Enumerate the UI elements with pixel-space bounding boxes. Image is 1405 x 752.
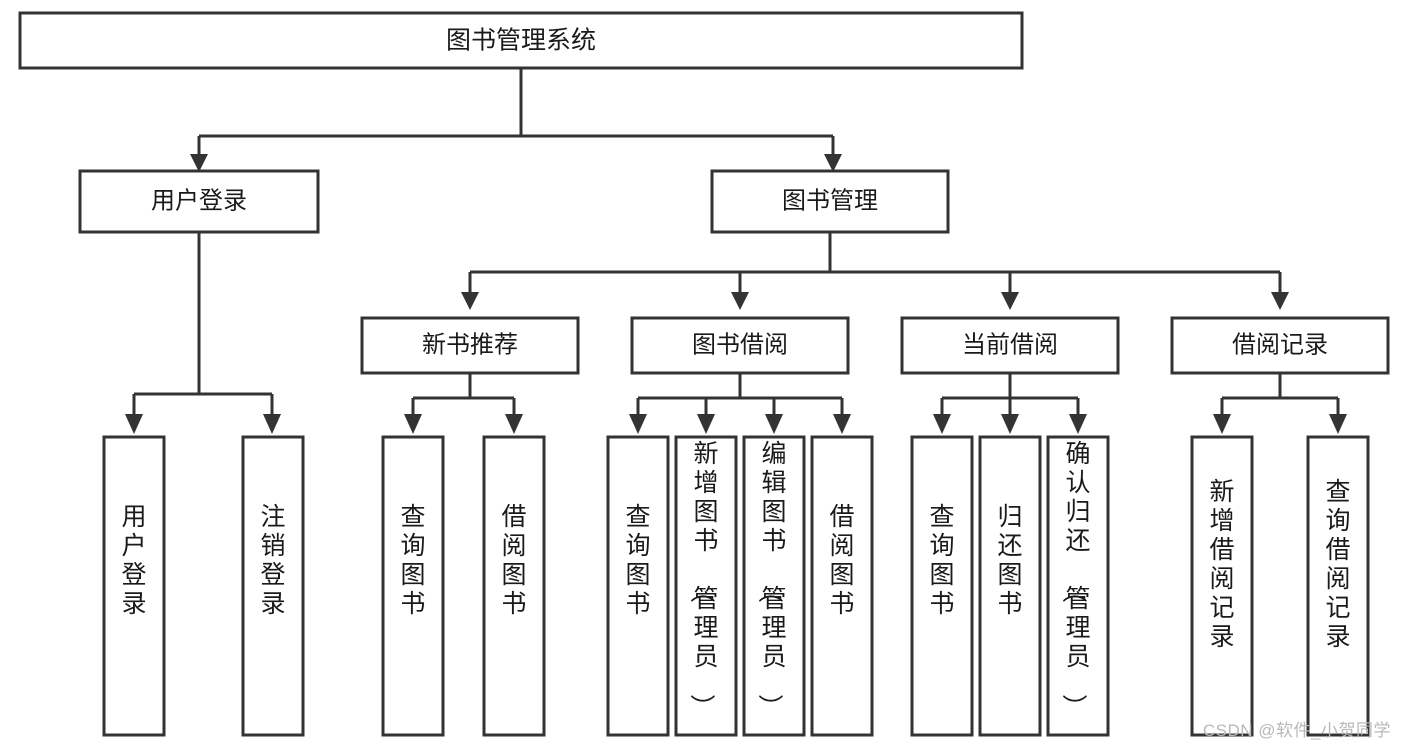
node-leaf-logout-login-box[interactable] bbox=[241, 435, 305, 737]
node-leaf-user-login-label: 用户登录 bbox=[121, 503, 146, 618]
node-book-borrow[interactable]: 图书借阅 bbox=[630, 316, 850, 375]
node-leaf-add-book-box[interactable] bbox=[674, 435, 738, 737]
connectors-book-borrow-to-leaves bbox=[629, 373, 851, 434]
node-leaf-add-book[interactable]: 新增图书（管理员） bbox=[674, 435, 738, 737]
node-leaf-query-book-3-label: 查询图书 bbox=[929, 503, 954, 618]
node-root[interactable]: 图书管理系统 bbox=[18, 11, 1024, 70]
node-leaf-confirm-return[interactable]: 确认归还（管理员） bbox=[1046, 435, 1110, 737]
node-root-label: 图书管理系统 bbox=[446, 27, 596, 55]
node-leaf-user-login[interactable]: 用户登录 bbox=[102, 435, 166, 737]
node-leaf-edit-book[interactable]: 编辑图书（管理员） bbox=[742, 435, 806, 737]
node-leaf-query-book-1[interactable]: 查询图书 bbox=[381, 435, 445, 737]
connectors-new-book-recommend-to-leaves bbox=[404, 373, 523, 434]
arrow-head-leaf-logout-login bbox=[263, 414, 281, 434]
node-root-box[interactable] bbox=[18, 11, 1024, 70]
node-new-book-recommend[interactable]: 新书推荐 bbox=[360, 316, 580, 375]
node-leaf-logout-login-label: 注销登录 bbox=[260, 503, 285, 618]
node-current-borrow-box[interactable] bbox=[900, 316, 1120, 375]
node-leaf-add-record[interactable]: 新增借阅记录 bbox=[1190, 435, 1254, 737]
connectors-borrow-record-to-leaves bbox=[1213, 373, 1347, 434]
arrow-head-leaf-add-book bbox=[697, 414, 715, 434]
node-leaf-query-book-1-label: 查询图书 bbox=[400, 503, 425, 618]
node-leaf-query-book-2-box[interactable] bbox=[606, 435, 670, 737]
arrow-head-user-login bbox=[190, 154, 208, 172]
arrow-head-leaf-return-book bbox=[1001, 414, 1019, 434]
node-leaf-query-book-3-box[interactable] bbox=[910, 435, 974, 737]
node-leaf-borrow-book-2-label: 借阅图书 bbox=[829, 503, 854, 618]
node-leaf-confirm-return-label: 确认归还（管理员） bbox=[1059, 440, 1090, 719]
arrow-head-leaf-query-book-2 bbox=[629, 414, 647, 434]
node-leaf-query-book-3[interactable]: 查询图书 bbox=[910, 435, 974, 737]
connectors-user-login-to-leaves bbox=[125, 232, 281, 434]
arrow-head-leaf-borrow-book-2 bbox=[833, 414, 851, 434]
node-leaf-edit-book-box[interactable] bbox=[742, 435, 806, 737]
node-leaf-edit-book-label: 编辑图书（管理员） bbox=[755, 440, 786, 719]
arrow-head-leaf-query-record bbox=[1329, 414, 1347, 434]
node-current-borrow[interactable]: 当前借阅 bbox=[900, 316, 1120, 375]
node-leaf-borrow-book-1-box[interactable] bbox=[482, 435, 546, 737]
node-leaf-add-book-label: 新增图书（管理员） bbox=[687, 440, 718, 719]
arrow-head-leaf-confirm-return bbox=[1069, 414, 1087, 434]
node-leaf-borrow-book-1[interactable]: 借阅图书 bbox=[482, 435, 546, 737]
node-leaf-return-book-label: 归还图书 bbox=[997, 503, 1022, 618]
node-book-borrow-box[interactable] bbox=[630, 316, 850, 375]
node-leaf-return-book-box[interactable] bbox=[978, 435, 1042, 737]
node-book-management-box[interactable] bbox=[710, 169, 950, 234]
node-book-management[interactable]: 图书管理 bbox=[710, 169, 950, 234]
node-leaf-borrow-book-2-box[interactable] bbox=[810, 435, 874, 737]
connectors-current-borrow-to-leaves bbox=[933, 373, 1087, 434]
node-leaf-borrow-book-1-label: 借阅图书 bbox=[501, 503, 526, 618]
node-leaf-query-record-label: 查询借阅记录 bbox=[1325, 478, 1350, 651]
node-leaf-logout-login[interactable]: 注销登录 bbox=[241, 435, 305, 737]
node-user-login-box[interactable] bbox=[78, 169, 320, 234]
node-user-login-label: 用户登录 bbox=[151, 187, 247, 214]
node-leaf-query-record-box[interactable] bbox=[1306, 435, 1370, 737]
node-user-login[interactable]: 用户登录 bbox=[78, 169, 320, 234]
arrow-head-borrow-record bbox=[1271, 292, 1289, 310]
node-leaf-query-book-2[interactable]: 查询图书 bbox=[606, 435, 670, 737]
arrow-head-leaf-user-login bbox=[125, 414, 143, 434]
node-leaf-user-login-box[interactable] bbox=[102, 435, 166, 737]
node-leaf-add-record-box[interactable] bbox=[1190, 435, 1254, 737]
node-borrow-record[interactable]: 借阅记录 bbox=[1170, 316, 1390, 375]
arrow-head-leaf-edit-book bbox=[765, 414, 783, 434]
node-leaf-add-record-label: 新增借阅记录 bbox=[1209, 478, 1234, 651]
connectors-book-management-to-level3 bbox=[461, 232, 1289, 310]
node-book-borrow-label: 图书借阅 bbox=[692, 331, 788, 358]
node-leaf-confirm-return-box[interactable] bbox=[1046, 435, 1110, 737]
node-leaf-query-book-2-label: 查询图书 bbox=[625, 503, 650, 618]
arrow-head-leaf-add-record bbox=[1213, 414, 1231, 434]
arrow-head-leaf-borrow-book-1 bbox=[505, 414, 523, 434]
node-leaf-borrow-book-2[interactable]: 借阅图书 bbox=[810, 435, 874, 737]
arrow-head-leaf-query-book-1 bbox=[404, 414, 422, 434]
arrow-head-book-management bbox=[824, 154, 842, 172]
node-leaf-query-record[interactable]: 查询借阅记录 bbox=[1306, 435, 1370, 737]
arrow-head-book-borrow bbox=[731, 292, 749, 310]
node-borrow-record-label: 借阅记录 bbox=[1232, 331, 1328, 358]
node-borrow-record-box[interactable] bbox=[1170, 316, 1390, 375]
arrow-head-current-borrow bbox=[1001, 292, 1019, 310]
node-leaf-query-book-1-box[interactable] bbox=[381, 435, 445, 737]
node-new-book-recommend-box[interactable] bbox=[360, 316, 580, 375]
node-current-borrow-label: 当前借阅 bbox=[962, 331, 1058, 358]
node-book-management-label: 图书管理 bbox=[782, 187, 878, 214]
node-new-book-recommend-label: 新书推荐 bbox=[422, 331, 518, 358]
node-leaf-return-book[interactable]: 归还图书 bbox=[978, 435, 1042, 737]
arrow-head-leaf-query-book-3 bbox=[933, 414, 951, 434]
arrow-head-new-book-recommend bbox=[461, 292, 479, 310]
connectors-root-to-level2 bbox=[190, 68, 842, 172]
